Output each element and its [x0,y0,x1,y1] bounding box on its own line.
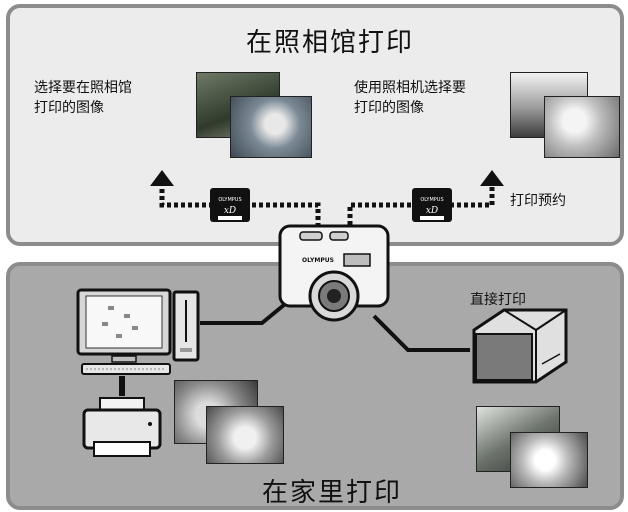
studio-print-title: 在照相馆打印 [246,28,415,58]
card-path-right-outer [450,182,495,208]
photo-surfer [230,96,312,158]
computer-monitor-icon [76,288,172,375]
camera-icon: OLYMPUS [278,224,390,322]
direct-print-label: 直接打印 [470,292,526,308]
svg-text:xD: xD [426,206,438,216]
card-path-right-inner [347,202,412,225]
card-path-left-inner [252,202,321,225]
xd-card-right-icon: OLYMPUS xD [412,188,452,222]
print-reservation-label: 打印预约 [510,193,566,209]
home-print-title: 在家里打印 [262,478,403,508]
select-images-with-camera-label: 使用照相机选择要 打印的图像 [354,80,466,116]
card-path-left-outer [159,182,210,208]
photo-two-girls [544,96,620,158]
svg-text:OLYMPUS: OLYMPUS [218,197,241,203]
svg-text:OLYMPUS: OLYMPUS [302,257,334,264]
photo-dog [206,406,284,464]
select-images-at-studio-label: 选择要在照相馆 打印的图像 [34,80,132,116]
arrow-up-right-icon [480,170,504,186]
card-paths [159,182,495,225]
computer-tower-icon [172,290,200,362]
desktop-printer-icon [82,397,162,457]
arrow-up-left-icon [150,170,174,186]
cable-to-printer [372,314,470,352]
svg-text:OLYMPUS: OLYMPUS [420,197,443,203]
cables [119,298,470,396]
photo-printer-icon [472,308,568,384]
svg-text:xD: xD [224,206,236,216]
cable-to-computer [200,298,292,325]
photo-daisy [510,432,588,488]
xd-card-left-icon: OLYMPUS xD [210,188,250,222]
